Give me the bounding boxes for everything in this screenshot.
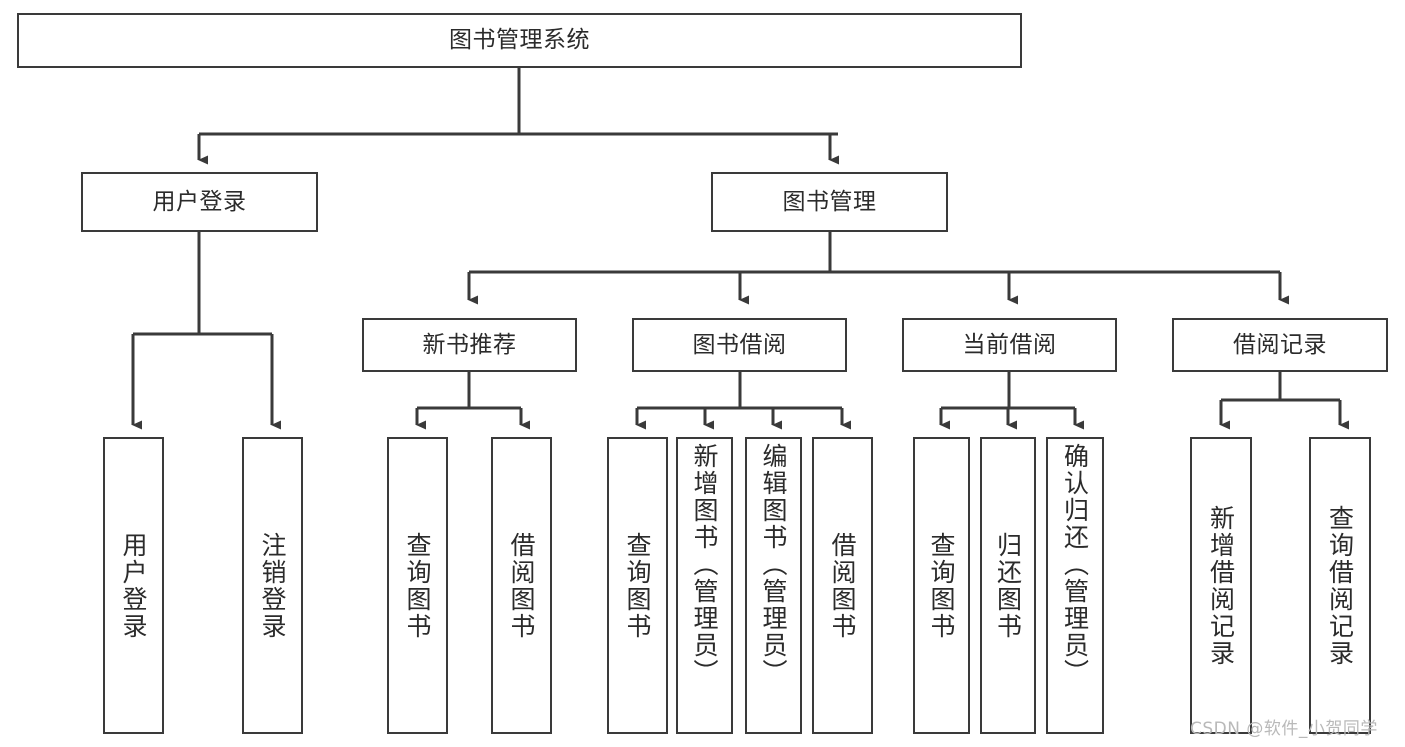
- node-leaf-user-login-label: 用户登录: [119, 531, 148, 640]
- node-leaf-user-logout-label: 注销登录: [258, 531, 287, 640]
- node-leaf-query-book-3[interactable]: 查询图书: [913, 437, 970, 734]
- node-leaf-borrow-book-1[interactable]: 借阅图书: [491, 437, 552, 734]
- node-leaf-return-book-label: 归还图书: [993, 531, 1023, 640]
- node-book-borrow-label: 图书借阅: [692, 331, 787, 358]
- node-leaf-user-login[interactable]: 用户登录: [103, 437, 164, 734]
- node-borrow-record-label: 借阅记录: [1233, 331, 1327, 358]
- node-leaf-borrow-book-2[interactable]: 借阅图书: [812, 437, 873, 734]
- node-leaf-edit-book-label: 编辑图书（管理员）: [759, 443, 788, 686]
- node-borrow-record[interactable]: 借阅记录: [1172, 318, 1388, 372]
- node-leaf-query-record[interactable]: 查询借阅记录: [1309, 437, 1371, 734]
- node-book-manage-label: 图书管理: [782, 188, 877, 215]
- node-user-login-label: 用户登录: [152, 188, 247, 215]
- node-leaf-query-book-2[interactable]: 查询图书: [607, 437, 668, 734]
- node-book-manage[interactable]: 图书管理: [711, 172, 948, 232]
- node-root[interactable]: 图书管理系统: [17, 13, 1022, 68]
- node-leaf-add-book[interactable]: 新增图书（管理员）: [676, 437, 733, 734]
- node-book-borrow[interactable]: 图书借阅: [632, 318, 847, 372]
- node-new-book-recommend-label: 新书推荐: [422, 331, 517, 358]
- node-leaf-edit-book[interactable]: 编辑图书（管理员）: [745, 437, 802, 734]
- node-root-label: 图书管理系统: [449, 27, 590, 53]
- node-leaf-user-logout[interactable]: 注销登录: [242, 437, 303, 734]
- node-current-borrow-label: 当前借阅: [962, 331, 1057, 358]
- node-leaf-query-book-1-label: 查询图书: [403, 531, 432, 640]
- node-current-borrow[interactable]: 当前借阅: [902, 318, 1117, 372]
- node-leaf-add-record-label: 新增借阅记录: [1206, 504, 1236, 667]
- node-leaf-query-book-1[interactable]: 查询图书: [387, 437, 448, 734]
- node-leaf-return-book[interactable]: 归还图书: [980, 437, 1036, 734]
- node-leaf-query-book-2-label: 查询图书: [623, 531, 652, 640]
- node-leaf-add-record[interactable]: 新增借阅记录: [1190, 437, 1252, 734]
- node-leaf-query-book-3-label: 查询图书: [927, 531, 956, 640]
- node-leaf-query-record-label: 查询借阅记录: [1325, 504, 1355, 667]
- node-leaf-confirm-return-label: 确认归还（管理员）: [1060, 443, 1090, 686]
- node-user-login[interactable]: 用户登录: [81, 172, 318, 232]
- node-leaf-borrow-book-2-label: 借阅图书: [828, 531, 857, 640]
- node-leaf-borrow-book-1-label: 借阅图书: [507, 531, 536, 640]
- node-leaf-add-book-label: 新增图书（管理员）: [690, 443, 719, 686]
- node-leaf-confirm-return[interactable]: 确认归还（管理员）: [1046, 437, 1104, 734]
- node-new-book-recommend[interactable]: 新书推荐: [362, 318, 577, 372]
